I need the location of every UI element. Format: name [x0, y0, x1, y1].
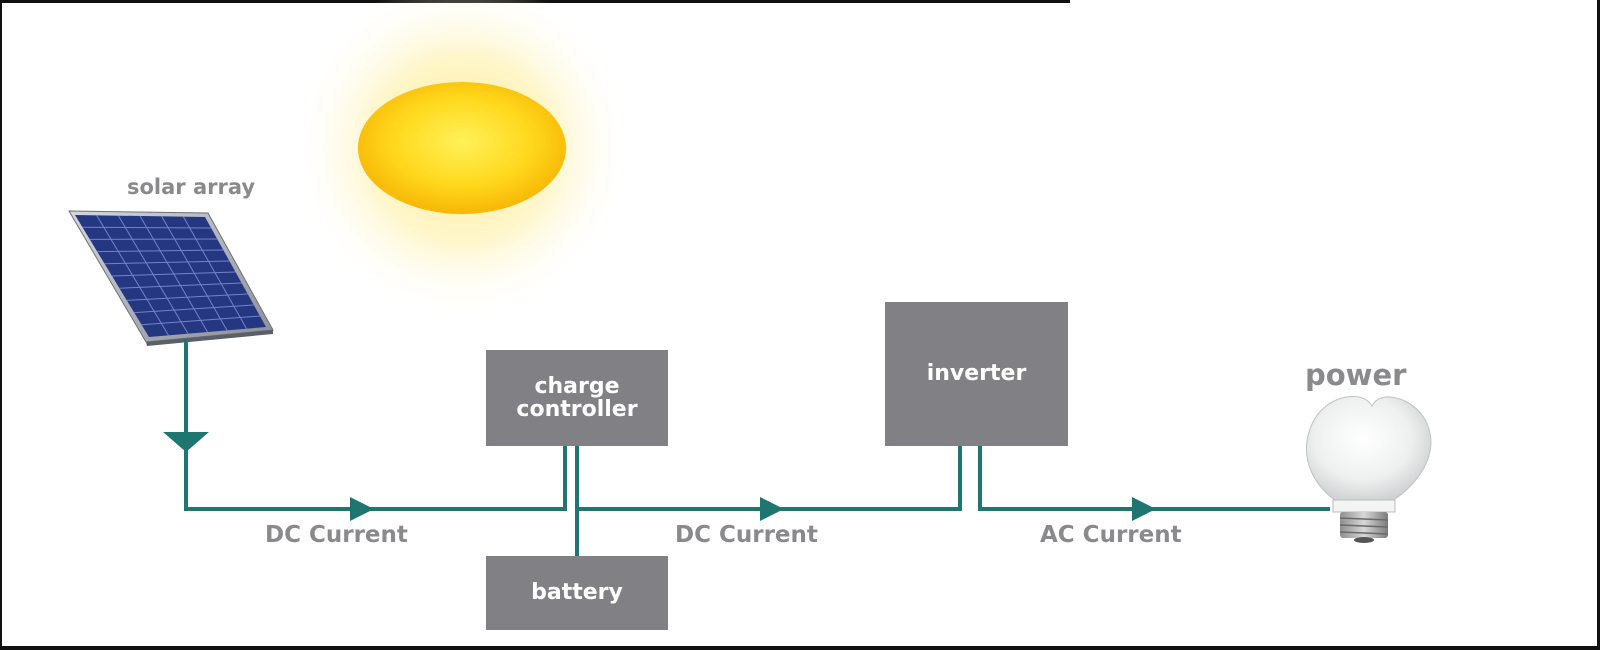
solar-panel-icon [68, 210, 274, 346]
wires [184, 340, 1330, 556]
inverter-box: inverter [885, 302, 1068, 446]
charge-controller-box: charge controller [486, 350, 668, 446]
battery-box: battery [486, 556, 668, 630]
dc-current-label-1: DC Current [265, 522, 408, 548]
frame-bottom-border [0, 646, 1600, 650]
dc-current-label-2: DC Current [675, 522, 818, 548]
solar-array-label: solar array [127, 175, 256, 199]
light-bulb-icon [1306, 395, 1432, 543]
frame-left-border [0, 0, 2, 650]
arrow-icon [163, 432, 1156, 521]
frame-right-border [1597, 0, 1600, 650]
sun-icon [292, 0, 632, 318]
ac-current-label: AC Current [1040, 522, 1182, 548]
power-label: power [1305, 358, 1407, 392]
